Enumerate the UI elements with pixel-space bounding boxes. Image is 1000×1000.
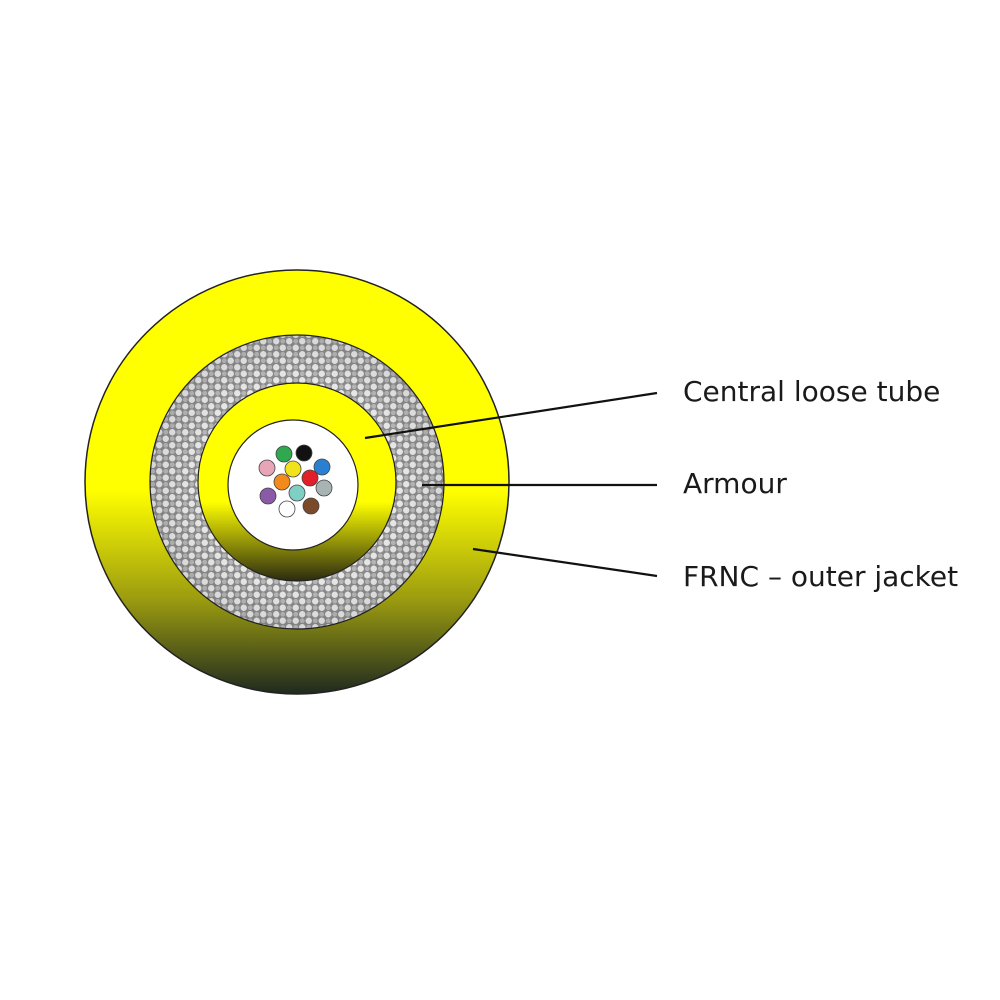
fiber-violet bbox=[259, 487, 277, 505]
label-outer-jacket: FRNC – outer jacket bbox=[683, 560, 958, 593]
fiber-blue bbox=[313, 458, 331, 476]
fiber-pink bbox=[258, 459, 276, 477]
fiber-orange bbox=[273, 473, 291, 491]
leader-central-loose-tube bbox=[364, 391, 658, 440]
fiber-white bbox=[278, 500, 296, 518]
fiber-brown bbox=[302, 497, 320, 515]
label-armour: Armour bbox=[683, 467, 787, 500]
label-central-loose-tube: Central loose tube bbox=[683, 375, 940, 408]
fiber-black bbox=[295, 444, 313, 462]
fiber-aqua bbox=[288, 484, 306, 502]
fiber-yellow bbox=[284, 460, 302, 478]
tube-interior bbox=[227, 419, 359, 551]
leader-outer-jacket bbox=[472, 547, 658, 578]
fiber-grey bbox=[315, 479, 333, 497]
fiber-red bbox=[301, 469, 319, 487]
fiber-bundle bbox=[258, 444, 333, 518]
fiber-green bbox=[275, 445, 293, 463]
